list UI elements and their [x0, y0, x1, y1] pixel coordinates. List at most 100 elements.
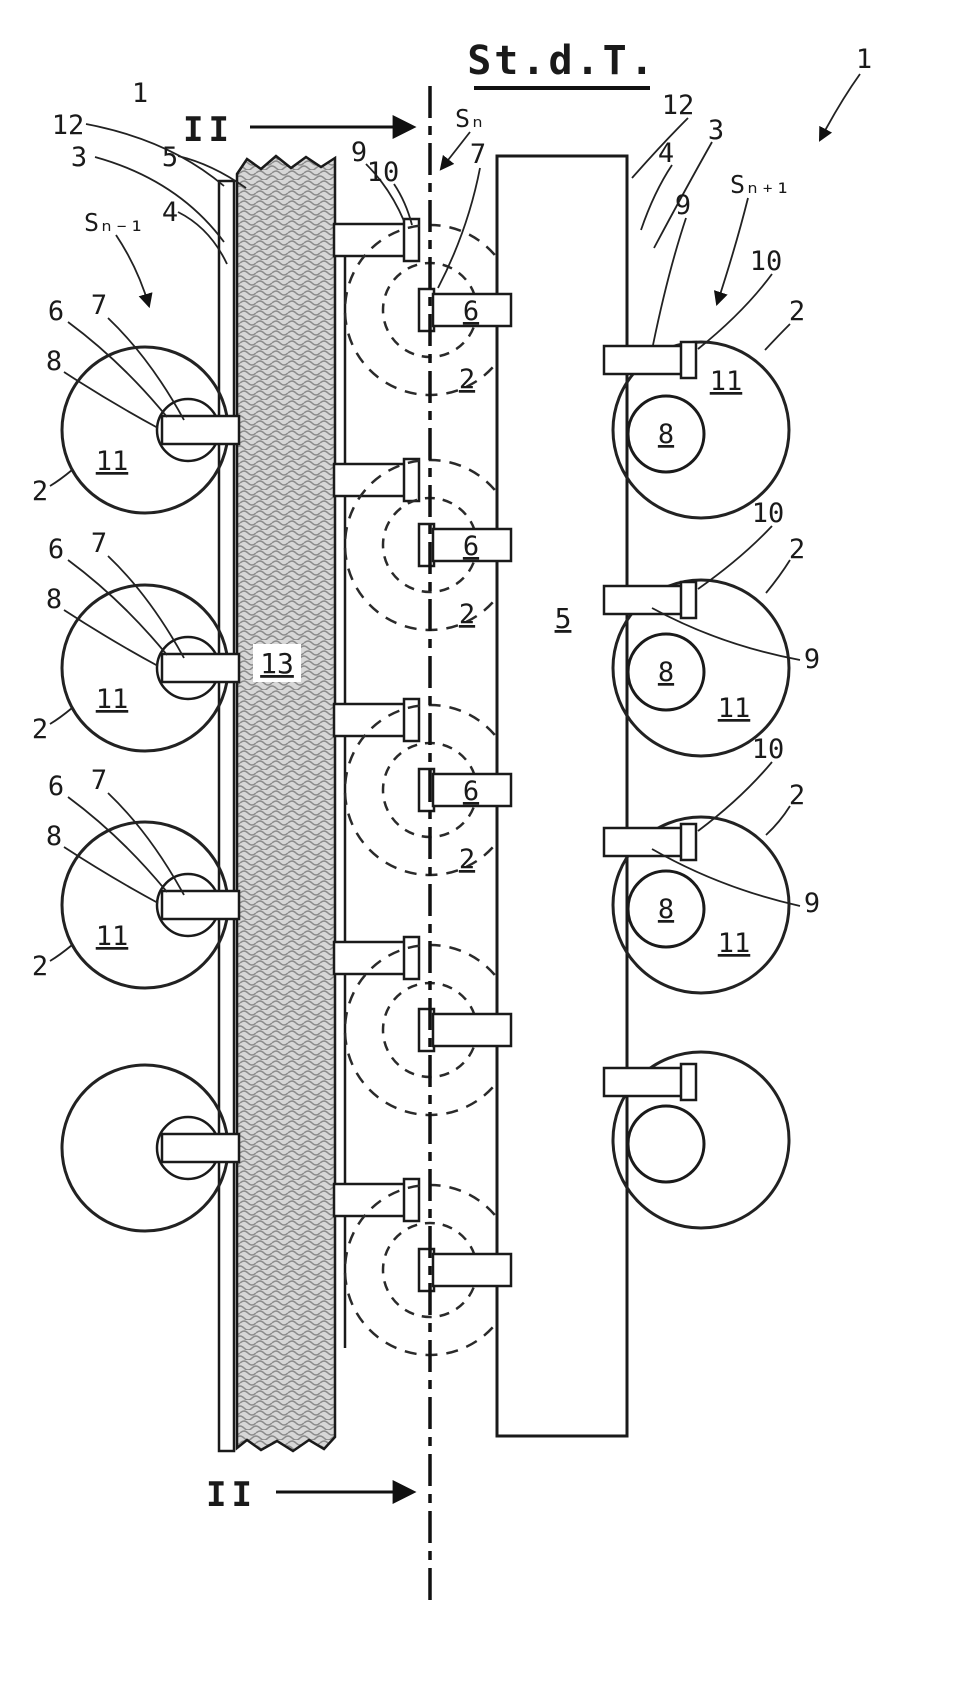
leader-arrow — [818, 73, 861, 142]
left-rollers — [60, 345, 241, 1233]
leader — [697, 525, 773, 590]
axle-cap — [679, 580, 698, 620]
section-label-top: II — [183, 110, 234, 150]
ref-7-left-2: 7 — [91, 528, 107, 559]
axle-cap — [679, 822, 698, 862]
leader — [764, 323, 791, 351]
ref-8-left-3: 8 — [46, 821, 62, 852]
ref-10-top: 10 — [367, 157, 400, 188]
ref-2-left-1: 2 — [32, 476, 48, 507]
stub-arm — [332, 940, 409, 976]
ref-10-right-2: 10 — [752, 498, 785, 529]
right-roller-hub — [626, 394, 706, 474]
leader — [652, 217, 687, 346]
axle-cap — [679, 340, 698, 380]
section-markers: II II — [183, 110, 417, 1515]
ref-9-top: 9 — [351, 137, 367, 168]
ref-9-right-3: 9 — [804, 888, 820, 919]
leader — [177, 155, 247, 189]
stub-cap — [402, 457, 421, 503]
ref-2-right-1: 2 — [789, 296, 805, 327]
stub-arm — [332, 1182, 409, 1218]
page-title: St.d.T. — [467, 38, 657, 84]
stub-cap — [402, 697, 421, 743]
axle-bar — [602, 1066, 686, 1098]
shaft-stubs — [332, 217, 421, 1223]
stub-cap — [402, 217, 421, 263]
leader — [177, 211, 228, 265]
leader-arrow — [439, 131, 471, 171]
leader — [49, 707, 73, 725]
ref-11-right-2: 11 — [718, 693, 751, 724]
leader — [765, 805, 791, 836]
ref-2-left-3: 2 — [32, 951, 48, 982]
ref-7-left-3: 7 — [91, 765, 107, 796]
housing-bolts — [417, 287, 513, 1293]
axle-bar — [602, 826, 686, 858]
ref-6-station-3: 6 — [463, 776, 479, 807]
ref-2-right-3: 2 — [789, 780, 805, 811]
station-prev-label: Sₙ₋₁ — [84, 208, 144, 237]
ref-2-station-3: 2 — [459, 844, 475, 875]
section-label-bottom: II — [206, 1475, 257, 1515]
leader — [651, 848, 801, 907]
leader — [631, 117, 689, 179]
stub-arm — [332, 702, 409, 738]
ref-3-right: 3 — [708, 115, 724, 146]
ref-6-left-3: 6 — [48, 771, 64, 802]
ref-11-right-1: 11 — [710, 366, 743, 397]
leader — [63, 609, 159, 667]
ref-12-right: 12 — [662, 90, 695, 121]
ref-6-left-1: 6 — [48, 296, 64, 327]
ref-5-left: 5 — [162, 142, 178, 173]
ref-12-left: 12 — [52, 110, 85, 141]
leader-arrow — [713, 197, 749, 307]
ref-8-left-1: 8 — [46, 346, 62, 377]
ref-10-right-3: 10 — [752, 734, 785, 765]
ref-8-left-2: 8 — [46, 584, 62, 615]
backing-plate — [217, 179, 236, 1453]
ref-8-right-1: 8 — [658, 419, 674, 450]
leader — [640, 164, 673, 231]
ref-4-left: 4 — [162, 197, 178, 228]
leader — [437, 167, 481, 289]
label-backing — [253, 644, 301, 682]
leader — [67, 321, 168, 418]
station-next-label: Sₙ₊₁ — [730, 170, 790, 199]
left-roller-axle — [160, 414, 241, 446]
axle-cap — [679, 1062, 698, 1102]
ref-3-left: 3 — [71, 142, 87, 173]
leader — [697, 761, 773, 832]
title-block: St.d.T. — [467, 38, 657, 90]
leader — [67, 559, 168, 656]
right-roller-wheels — [611, 340, 791, 1230]
left-roller-axle — [160, 652, 241, 684]
leader — [365, 163, 405, 222]
ref-7-top: 7 — [470, 139, 486, 170]
right-roller-wheel — [611, 1050, 791, 1230]
ref-2-station-2: 2 — [459, 599, 475, 630]
stub-arm — [332, 222, 409, 258]
leader — [393, 183, 413, 226]
ref-9-right-top: 9 — [675, 190, 691, 221]
ref-11-left-3: 11 — [96, 921, 129, 952]
leader — [107, 555, 185, 659]
axle-bar — [602, 584, 686, 616]
bolt-body — [431, 1252, 513, 1288]
ref-6-left-2: 6 — [48, 534, 64, 565]
ref-11-left-1: 11 — [96, 446, 129, 477]
ref-11-right-3: 11 — [718, 928, 751, 959]
leader — [94, 156, 225, 243]
hatched-shaft — [235, 154, 337, 1453]
ref-6-station-2: 6 — [463, 531, 479, 562]
ref-2-station-1: 2 — [459, 364, 475, 395]
leader — [107, 317, 185, 421]
leader — [49, 469, 73, 487]
leader — [697, 273, 773, 350]
ref-5-housing: 5 — [555, 602, 572, 635]
ref-1-figure: 1 — [856, 44, 872, 75]
ref-8-right-2: 8 — [658, 657, 674, 688]
ref-6-station-1: 6 — [463, 296, 479, 327]
